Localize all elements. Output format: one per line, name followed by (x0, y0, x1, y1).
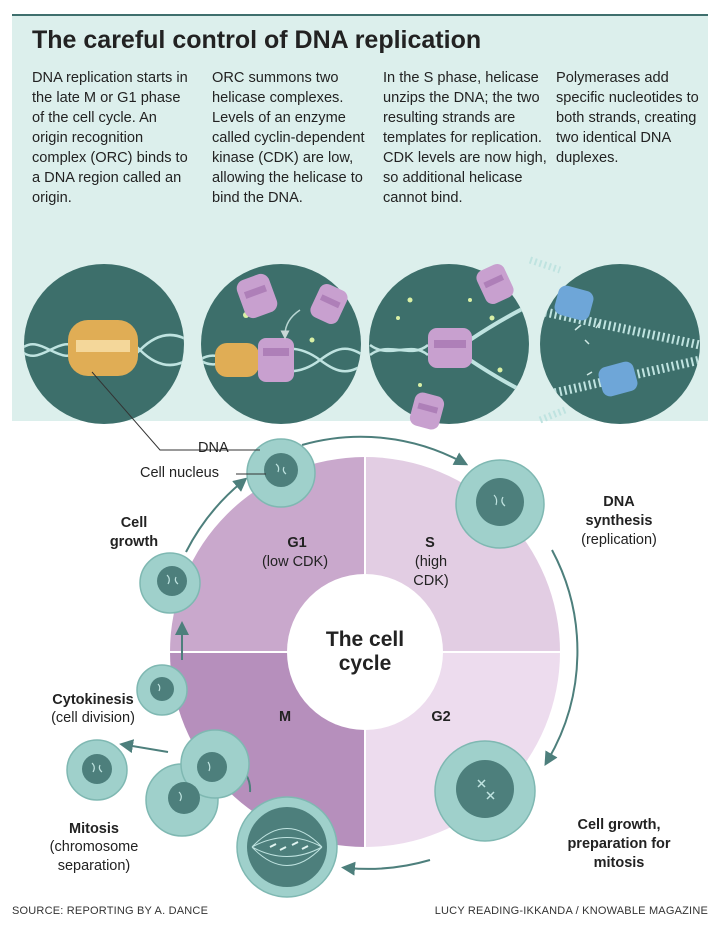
step-2-illustration (201, 264, 361, 424)
step-1-illustration (24, 264, 184, 424)
page-title: The careful control of DNA replication (32, 26, 482, 54)
replication-label: (replication) (581, 532, 657, 548)
s-cdk-label: (high CDK) (413, 554, 449, 589)
step-4-text: Polymerases add specific nucleotides to … (556, 70, 699, 166)
cell-growth-label: Cell growth (109, 515, 159, 550)
polymerase-1 (554, 285, 594, 321)
cycle-center (287, 574, 443, 730)
chromosome-separation-label: (chromosome separation) (49, 839, 139, 874)
cell-cytokinesis (136, 664, 188, 716)
dna-label: DNA (198, 440, 229, 456)
cycle-center-label: The cell cycle (325, 628, 405, 675)
helicase-blocked-2 (409, 392, 445, 430)
cell-growth-cell (139, 552, 201, 614)
source-footer: SOURCE: REPORTING BY A. DANCE (12, 905, 209, 917)
helicase-blocked-1 (476, 263, 514, 305)
cell-s (455, 459, 545, 549)
m-label: M (278, 709, 292, 725)
step-2-text: ORC summons two helicase complexes. Leve… (212, 70, 365, 206)
cell-daughter (66, 739, 128, 801)
g1-cdk-label: (low CDK) (261, 554, 329, 570)
orc-complex (68, 320, 138, 376)
cell-cycle-wheel (170, 457, 560, 847)
step-3-text: In the S phase, helicase unzips the DNA;… (383, 70, 547, 206)
cell-nucleus-label: Cell nucleus (140, 465, 219, 481)
g2-description-label: Cell growth, preparation for mitosis (567, 817, 671, 871)
cell-g2 (434, 740, 536, 842)
cell-g1 (246, 438, 316, 508)
cell-dividing (145, 729, 250, 837)
polymerase-2 (598, 361, 638, 397)
dna-synthesis-label: DNA synthesis (585, 494, 653, 529)
step-4-illustration (528, 256, 700, 424)
cytokinesis-label: Cytokinesis (52, 692, 134, 708)
g2-label: G2 (431, 709, 451, 725)
step-1-text: DNA replication starts in the late M or … (32, 70, 188, 206)
s-label: S (425, 535, 435, 551)
dna-leader-line (91, 371, 260, 451)
cell-division-label: (cell division) (51, 710, 135, 726)
helicase-free-1 (236, 273, 278, 319)
step-3-illustration (369, 263, 529, 430)
mitosis-label: Mitosis (69, 821, 119, 837)
helicase-free-2 (310, 283, 348, 325)
cell-mitosis-large (236, 796, 338, 898)
g1-label: G1 (287, 535, 307, 551)
credit-footer: LUCY READING-IKKANDA / KNOWABLE MAGAZINE (434, 905, 708, 917)
